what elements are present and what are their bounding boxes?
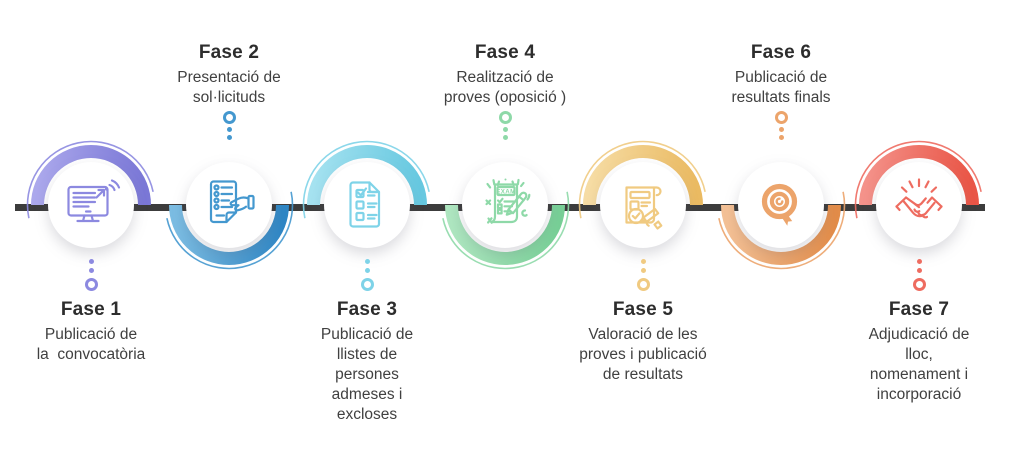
phase-4-label: Fase 4 Realització de proves (oposició ) [390,42,620,108]
phase-6-label: Fase 6 Publicació de resultats finals [666,42,896,108]
phase-4-subtitle: Realització de proves (oposició ) [443,69,567,106]
application-form-hand-icon [209,180,255,224]
handshake-icon [895,178,943,219]
phase-3-title: Fase 3 [336,299,398,320]
connector-dot [364,259,370,264]
connector-dot [88,268,94,273]
connector-dot [502,135,508,140]
phase-1: Fase 1 Publicació de la convocatòria [0,0,201,460]
checklist-icon [349,181,381,228]
connector-dot [778,135,784,140]
connector-dot [226,127,232,132]
document-review-signature-icon [625,186,663,230]
connector-ring [360,278,374,291]
phase-1-node [26,140,154,248]
phase-6-subtitle: Publicació de resultats finals [731,69,831,106]
connector-ring [222,111,236,124]
phase-6: Fase 6 Publicació de resultats finals [671,0,891,460]
connector-dot [88,259,94,264]
connector-dot [916,259,922,264]
phase-5-subtitle: Valoració de les proves i publicació de … [579,326,707,383]
phase-4-node: EXAM [442,162,570,270]
phase-3-subtitle: Publicació de llistes de persones admese… [320,326,414,423]
phase-5: Fase 5 Valoració de les proves i publica… [533,0,753,460]
monitor-publish-icon [67,179,121,223]
phase-2-subtitle: Presentació de sol·licituds [177,69,281,106]
phase-4: EXAM Fase 4 Realització de proves (oposi… [395,0,615,460]
phase-2-title: Fase 2 [198,42,260,63]
phase-3: Fase 3 Publicació de llistes de persones… [257,0,477,460]
exam-pencil-icon: EXAM [485,178,531,224]
phase-7-subtitle: Adjudicació de lloc, nomenament i incorp… [868,326,970,403]
target-dart-icon [761,183,798,226]
connector-dot [226,135,232,140]
connector-dot [502,127,508,132]
phase-2: Fase 2 Presentació de sol·licituds [119,0,339,460]
phase-5-title: Fase 5 [612,299,674,320]
connector-ring [912,278,926,291]
phase-1-label: Fase 1 Publicació de la convocatòria [0,299,206,365]
phase-7-label: Fase 7 Adjudicació de lloc, nomenament i… [804,299,1024,405]
phase-6-node [718,162,846,270]
phase-5-label: Fase 5 Valoració de les proves i publica… [528,299,758,385]
connector-dot [916,268,922,273]
phase-7-node [854,140,982,248]
phase-7-title: Fase 7 [888,299,950,320]
connector-dot [640,259,646,264]
phase-6-title: Fase 6 [750,42,812,63]
phase-2-node [166,162,294,270]
phase-5-node [578,140,706,248]
connector-ring [84,278,98,291]
phase-1-subtitle: Publicació de la convocatòria [36,326,146,363]
phase-2-label: Fase 2 Presentació de sol·licituds [114,42,344,108]
connector-dot [364,268,370,273]
phase-3-label: Fase 3 Publicació de llistes de persones… [252,299,482,425]
phase-3-node [302,140,430,248]
connector-ring [774,111,788,124]
connector-ring [636,278,650,291]
connector-dot [640,268,646,273]
svg-text:EXAM: EXAM [496,188,515,195]
phase-1-title: Fase 1 [60,299,122,320]
connector-ring [498,111,512,124]
phase-7: Fase 7 Adjudicació de lloc, nomenament i… [809,0,1024,460]
phase-4-title: Fase 4 [474,42,536,63]
connector-dot [778,127,784,132]
